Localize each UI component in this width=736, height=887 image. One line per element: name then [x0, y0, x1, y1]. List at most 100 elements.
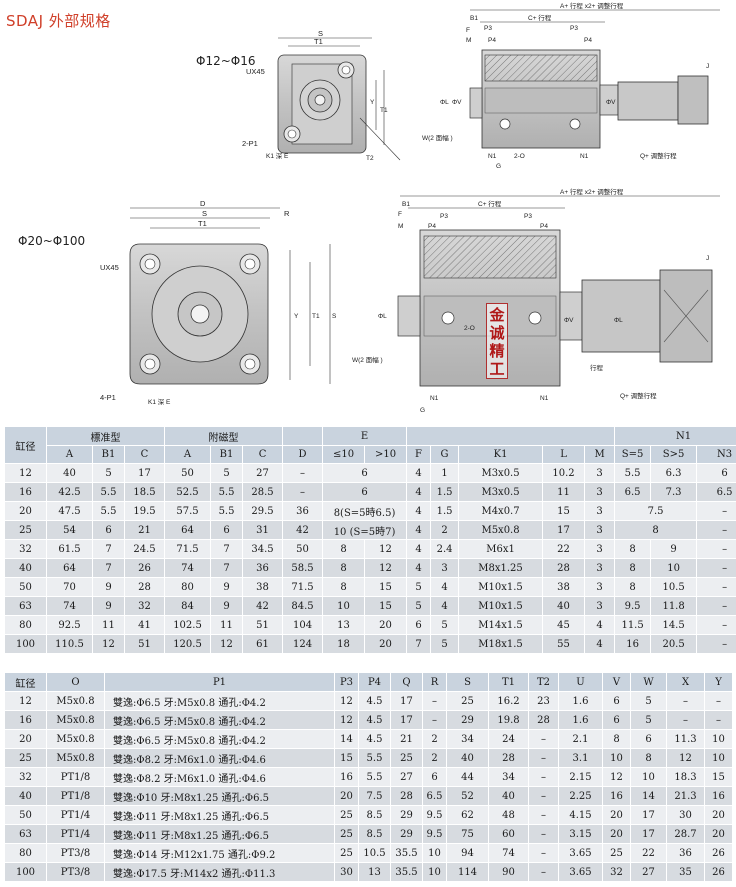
table-cell: 12	[210, 634, 244, 654]
header-col: Y	[704, 672, 733, 692]
g-large: G	[420, 407, 425, 414]
table-cell: 27	[242, 463, 284, 483]
table-cell: 20	[364, 615, 408, 635]
dim-r-large: R	[284, 209, 290, 218]
table-cell: 63	[4, 596, 47, 616]
dim-y-large: Y	[294, 313, 299, 320]
table-cell: 80	[4, 615, 47, 635]
phi-v-small: ΦV	[452, 99, 462, 106]
table-cell: 75	[446, 824, 489, 844]
table-cell: 7.5	[614, 501, 698, 521]
header-sub-col: B1	[210, 445, 244, 464]
header-sub-col: G	[430, 445, 460, 464]
table-cell: 120.5	[164, 634, 212, 654]
phi-v-large: ΦV	[564, 317, 574, 324]
section-label-large: Φ20~Φ100	[18, 234, 86, 248]
b1-small: B1	[470, 15, 478, 22]
w2-large: W(2 面幅 )	[352, 355, 383, 364]
f-large: F	[398, 211, 402, 218]
table-cell: 32	[123, 596, 166, 616]
b1-large: B1	[402, 201, 410, 208]
table-cell: 6	[696, 463, 736, 483]
table-cell: 40	[446, 748, 489, 768]
table-cell: 15	[542, 501, 586, 521]
table-cell: –	[696, 596, 736, 616]
table-cell: 1.5	[430, 501, 460, 521]
table-cell: 52.5	[164, 482, 212, 502]
table-cell: 9.5	[422, 824, 447, 844]
header-col: R	[422, 672, 447, 692]
table-cell: 10	[704, 748, 733, 768]
table-cell: 7.3	[650, 482, 698, 502]
table-cell: 28	[390, 786, 423, 806]
table-cell: 13	[322, 615, 366, 635]
table-cell: 12	[4, 463, 47, 483]
dim-s-large: S	[202, 209, 207, 218]
table-cell: 40	[4, 558, 47, 578]
table-cell: 52	[446, 786, 489, 806]
ux45-small: UX45	[246, 67, 265, 76]
table-cell: 28	[542, 558, 586, 578]
table-cell: 29	[390, 824, 423, 844]
table-cell: 92.5	[46, 615, 93, 635]
table-cell: 74	[164, 558, 212, 578]
large-front-view: D S R T1 UX45 4-P1 K1 深 E Y T1 S	[100, 199, 337, 406]
table-cell: 20	[334, 786, 359, 806]
table-cell: 6.3	[650, 463, 698, 483]
header-sub-col: F	[406, 445, 432, 464]
table-cell: 5	[430, 615, 460, 635]
header-sub-col: B1	[92, 445, 125, 464]
table-cell: 6	[406, 615, 432, 635]
table-cell: 10	[704, 729, 733, 749]
table-cell: 18	[322, 634, 366, 654]
o2-small: 2-O	[514, 153, 525, 160]
table-cell: 12	[334, 710, 359, 730]
table-cell: 15	[364, 577, 408, 597]
f-small: F	[466, 27, 470, 34]
table-cell: 57.5	[164, 501, 212, 521]
c-stroke-small: C+ 行程	[528, 13, 552, 22]
table-cell: 7	[92, 539, 125, 559]
table-cell: 11.5	[614, 615, 652, 635]
table-cell: 4	[584, 615, 616, 635]
table-cell: PT1/4	[46, 805, 105, 825]
table-cell: 3.15	[558, 824, 603, 844]
table-cell: PT1/4	[46, 824, 105, 844]
table-cell: M5x0.8	[46, 729, 105, 749]
dim-t1-large: T1	[198, 219, 207, 228]
table-cell: 24.5	[123, 539, 166, 559]
header-sub-col: S=5	[614, 445, 652, 464]
table-cell: 71.5	[282, 577, 324, 597]
table-cell: 12	[364, 558, 408, 578]
table-cell: 51	[242, 615, 284, 635]
table-cell: 9	[210, 596, 244, 616]
table-cell: 124	[282, 634, 324, 654]
header-sub-col: A	[164, 445, 212, 464]
table-cell: 51	[123, 634, 166, 654]
table-cell: –	[528, 767, 559, 787]
header-blank	[282, 426, 324, 446]
table-cell: 11.8	[650, 596, 698, 616]
header-col: 缸径	[4, 672, 47, 692]
header-col: U	[558, 672, 603, 692]
table-cell: 14	[334, 729, 359, 749]
table-cell: 3.1	[558, 748, 603, 768]
table-cell: 5	[406, 596, 432, 616]
table-cell: 40	[542, 596, 586, 616]
table-cell: 17	[123, 463, 166, 483]
table-cell: 34	[446, 729, 489, 749]
table-cell: 21	[390, 729, 423, 749]
table-cell: 64	[164, 520, 212, 540]
table-cell: M8x1.25	[458, 558, 544, 578]
header-bore: 缸径	[4, 426, 47, 464]
header-col: S	[446, 672, 489, 692]
header-col: T1	[488, 672, 529, 692]
table-cell: 16	[4, 482, 47, 502]
hole-label-large: 4-P1	[100, 393, 116, 402]
table-cell: 50	[4, 805, 47, 825]
table-cell: M10x1.5	[458, 596, 544, 616]
